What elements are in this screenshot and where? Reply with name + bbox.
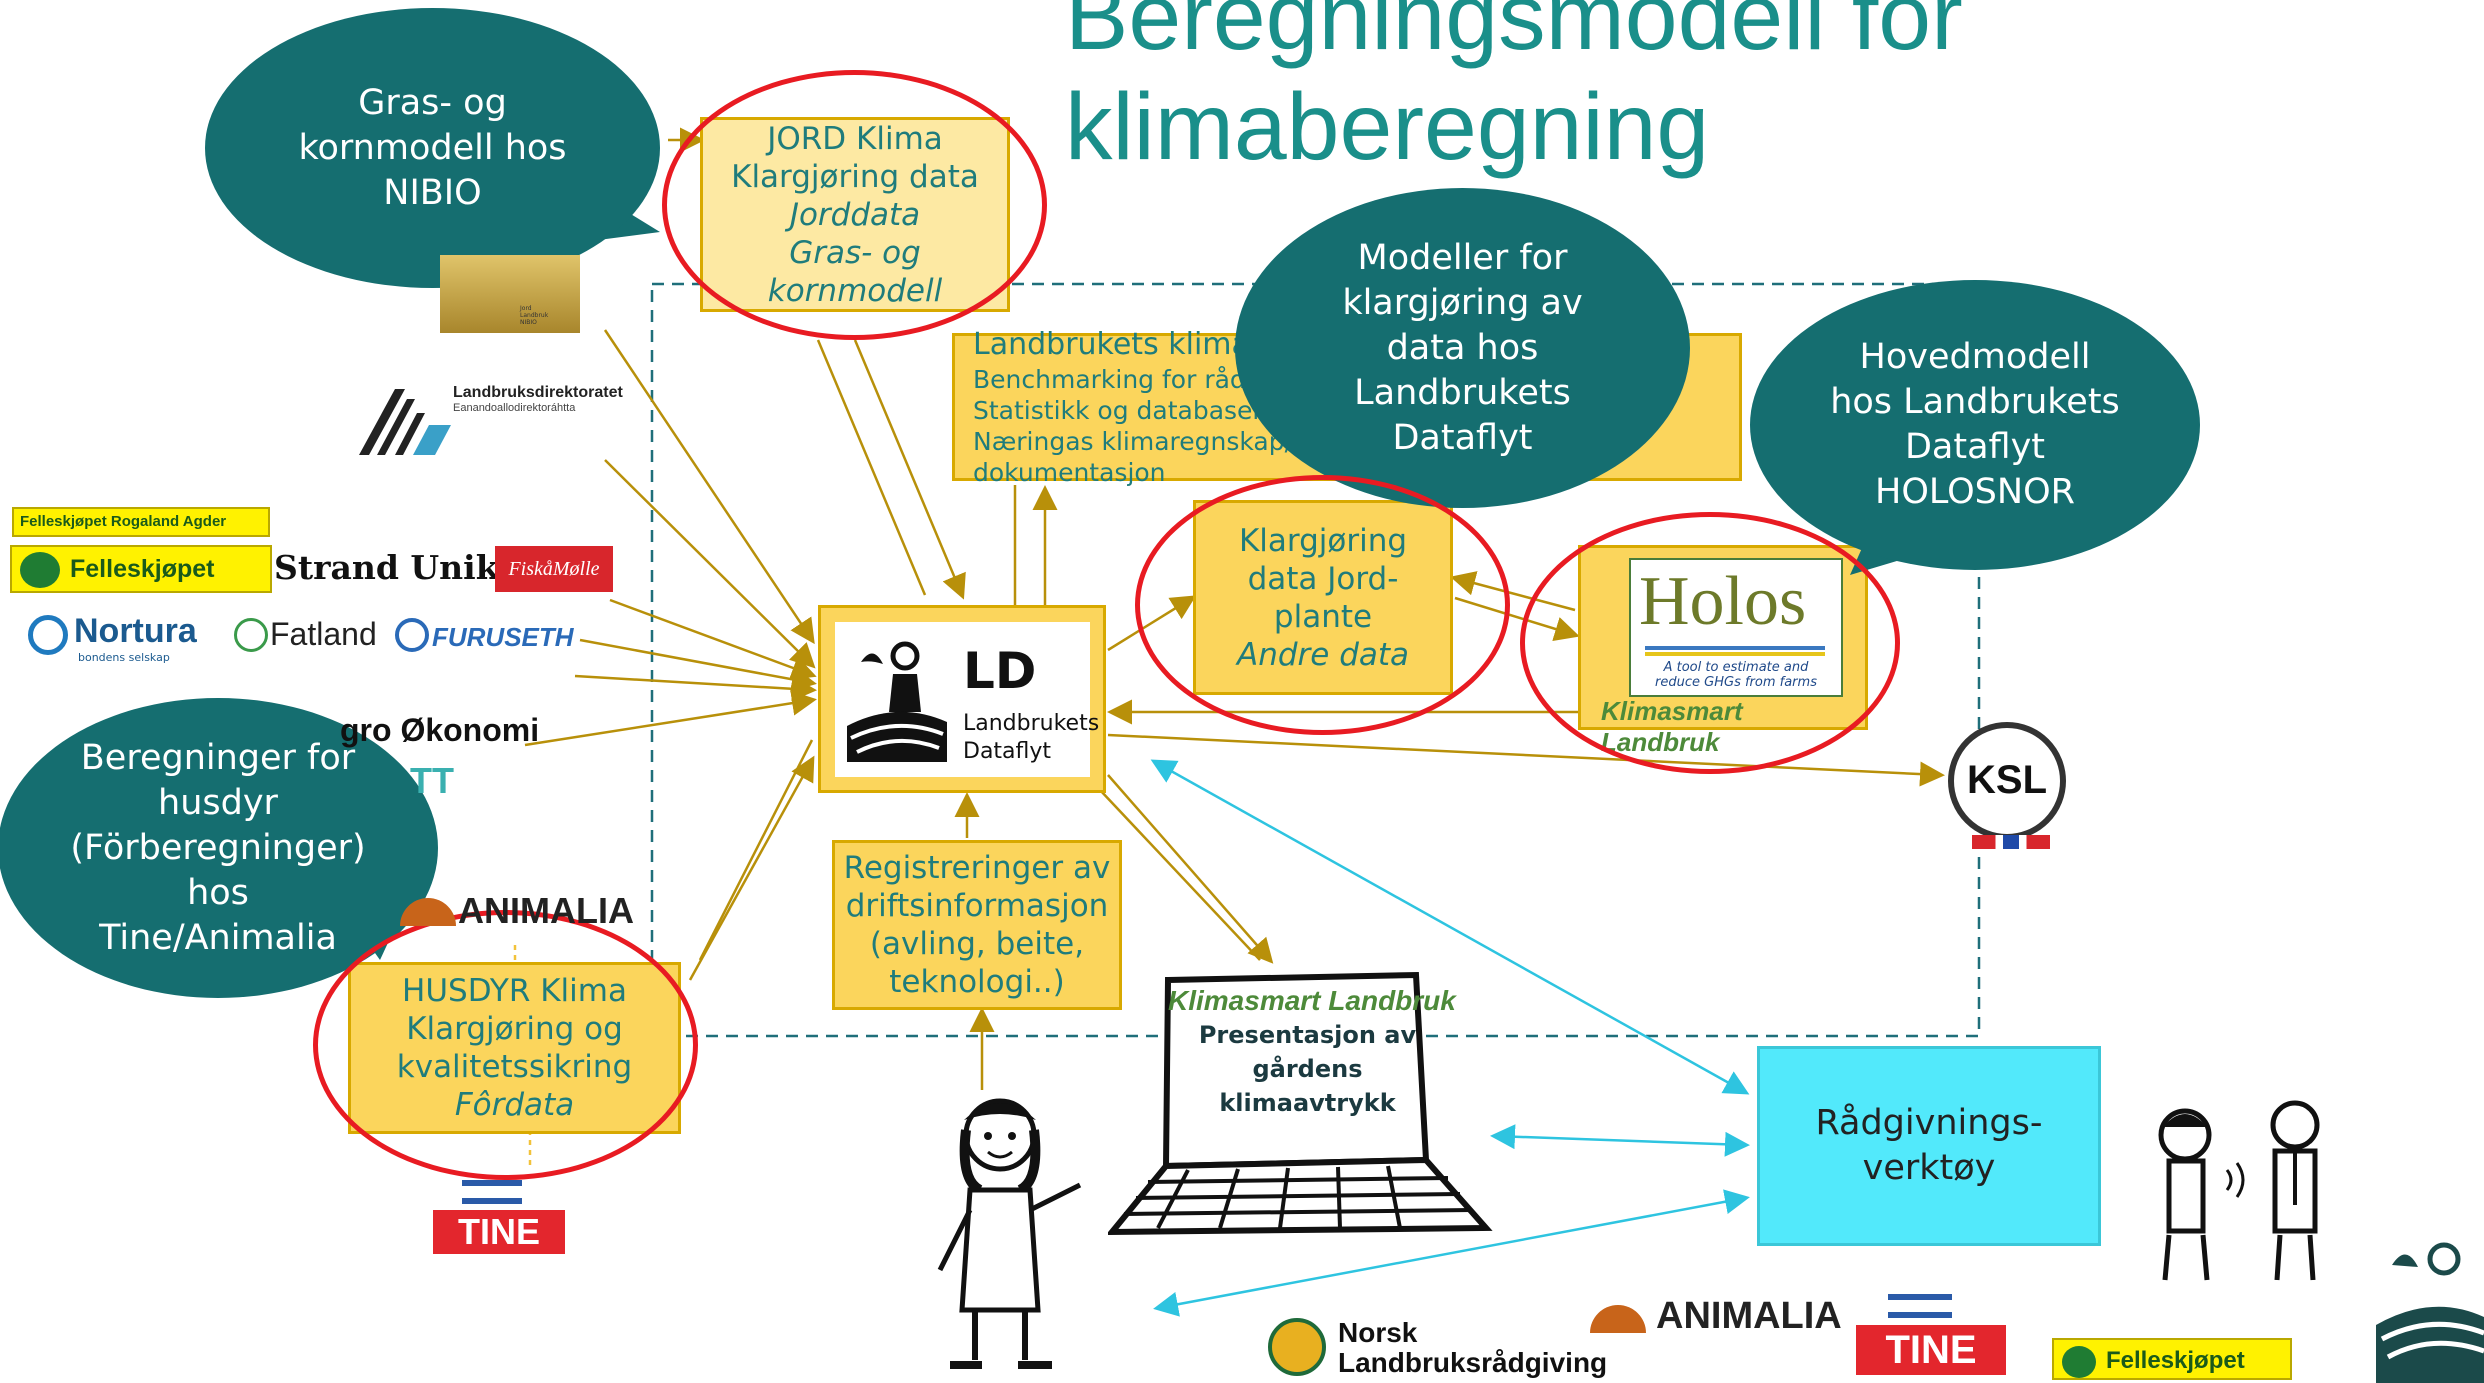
registreringer-box: Registreringer av driftsinformasjon (avl… bbox=[832, 840, 1122, 1010]
registreringer-line4: teknologi..) bbox=[889, 964, 1065, 1000]
landbruk-line1: Landbrukets klimaø bbox=[973, 327, 1269, 362]
tine-logo: TINE bbox=[433, 1210, 565, 1254]
felleskjopet-logo: Felleskjøpet bbox=[10, 545, 272, 593]
red-circle-husdyr bbox=[313, 910, 698, 1180]
landbruksdirektoratet-sublogo: Eanandoallodirektoráhtta bbox=[453, 402, 576, 414]
landbruksdirektoratet-logo: Landbruksdirektoratet bbox=[453, 384, 623, 401]
farmer-field-icon bbox=[847, 641, 947, 762]
nibio-photo-text: Jord Landbruk NIBIO bbox=[520, 305, 549, 326]
agro-okonomi-logo: gro Økonomi bbox=[340, 712, 540, 748]
red-circle-klargjoring bbox=[1135, 475, 1510, 735]
ksl-text: KSL bbox=[1967, 758, 2047, 802]
laptop-icon bbox=[1108, 971, 1493, 1236]
page-title: Beregningsmodell for klimaberegning bbox=[1065, 0, 1963, 180]
red-circle-jord bbox=[662, 70, 1047, 340]
registreringer-line3: (avling, beite, bbox=[869, 926, 1085, 962]
ksl-flag bbox=[1972, 835, 2050, 849]
ld-letters: LD bbox=[963, 642, 1037, 700]
tine-bottom-logo: TINE bbox=[1856, 1325, 2006, 1375]
fk-rogaland-logo: Felleskjøpet Rogaland Agder bbox=[12, 507, 270, 537]
fatland-logo: Fatland bbox=[270, 616, 377, 652]
animalia-logo: ANIMALIA bbox=[458, 890, 634, 931]
tt-logo: TT bbox=[410, 760, 454, 801]
registreringer-line2: driftsinformasjon bbox=[845, 888, 1109, 924]
nortura-symbol-icon bbox=[28, 615, 68, 655]
landbrukets-dataflyt-box: LD Landbrukets Dataflyt bbox=[818, 605, 1106, 793]
laptop-brand: Klimasmart Landbruk bbox=[1168, 985, 1456, 1016]
hovedmodell-bubble: Hovedmodell hos Landbrukets Dataflyt HOL… bbox=[1750, 280, 2200, 570]
husdyr-bubble: Beregninger for husdyr (Förberegninger) … bbox=[0, 698, 438, 998]
nibio-photo: Jord Landbruk NIBIO bbox=[440, 255, 580, 333]
ld-logo-partial-icon bbox=[2376, 1242, 2484, 1383]
modeller-bubble: Modeller for klargjøring av data hos Lan… bbox=[1235, 188, 1690, 508]
radgivningsverktoy-box: Rådgivnings- verktøy bbox=[1757, 1046, 2101, 1246]
registreringer-line1: Registreringer av bbox=[843, 850, 1111, 886]
farmer-figure-icon bbox=[937, 1098, 1082, 1369]
fiskaa-molle-logo: FiskåMølle bbox=[495, 546, 613, 592]
fatland-symbol-icon bbox=[234, 618, 268, 652]
felleskjopet-bottom-logo: Felleskjøpet bbox=[2052, 1338, 2292, 1380]
ld-subtitle: Landbrukets Dataflyt bbox=[963, 711, 1100, 764]
laptop-text: Presentasjon av gårdens klimaavtrykk bbox=[1198, 1021, 1417, 1117]
furuseth-logo: FURUSETH bbox=[432, 622, 574, 652]
nortura-sublogo: bondens selskap bbox=[78, 651, 170, 664]
tine-bottom-pot-icon bbox=[1888, 1294, 1952, 1318]
furuseth-symbol-icon bbox=[395, 618, 429, 652]
ksl-logo: KSL bbox=[1948, 722, 2066, 840]
landbruksdirektoratet-logo-icon bbox=[359, 389, 451, 455]
nibio-bubble: Gras- og kornmodell hos NIBIO bbox=[205, 8, 660, 288]
animalia-bottom-logo: ANIMALIA bbox=[1656, 1295, 1842, 1337]
nlr-symbol-icon bbox=[1268, 1318, 1326, 1376]
tine-pot-icon bbox=[462, 1180, 522, 1204]
nortura-logo: Nortura bbox=[74, 612, 197, 650]
red-circle-holos bbox=[1520, 512, 1900, 774]
advisors-icon bbox=[2158, 1100, 2320, 1281]
